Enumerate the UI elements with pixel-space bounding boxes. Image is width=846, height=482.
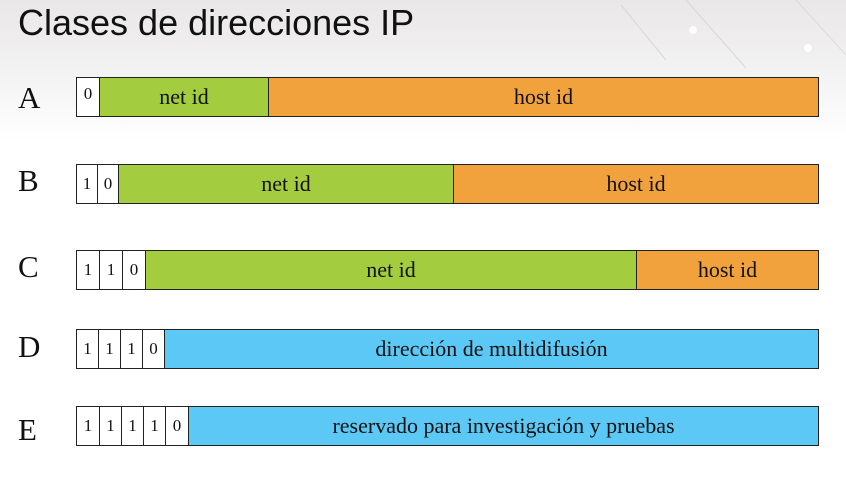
host-id-segment: host id — [636, 251, 818, 289]
class-a-bar: 0 net id host id — [76, 77, 819, 117]
bit-cell: 1 — [100, 407, 122, 445]
bit-cell: 1 — [99, 330, 121, 368]
class-b-bar: 1 0 net id host id — [76, 164, 819, 204]
bit-cell: 0 — [166, 407, 189, 445]
bit-cell: 1 — [100, 251, 123, 289]
decorative-lines — [620, 0, 846, 69]
reserved-segment: reservado para investigación y pruebas — [189, 407, 818, 445]
host-id-segment: host id — [453, 165, 818, 203]
bit-cell: 0 — [77, 78, 100, 116]
net-id-segment: net id — [146, 251, 636, 289]
class-d-bar: 1 1 1 0 dirección de multidifusión — [76, 329, 819, 369]
bit-cell: 0 — [123, 251, 146, 289]
class-letter-d: D — [18, 329, 41, 364]
bit-cell: 1 — [77, 330, 99, 368]
net-id-segment: net id — [100, 78, 268, 116]
bit-cell: 0 — [98, 165, 119, 203]
bit-cell: 1 — [121, 330, 143, 368]
host-id-segment: host id — [268, 78, 818, 116]
class-letter-b: B — [18, 163, 39, 198]
bit-cell: 1 — [144, 407, 166, 445]
bit-cell: 1 — [122, 407, 144, 445]
multicast-segment: dirección de multidifusión — [165, 330, 818, 368]
bit-cell: 1 — [77, 165, 98, 203]
net-id-segment: net id — [119, 165, 453, 203]
bit-cell: 0 — [143, 330, 165, 368]
class-e-bar: 1 1 1 1 0 reservado para investigación y… — [76, 406, 819, 446]
bit-cell: 1 — [77, 251, 100, 289]
class-letter-a: A — [18, 80, 41, 115]
class-letter-c: C — [18, 249, 39, 284]
bit-cell: 1 — [77, 407, 100, 445]
class-c-bar: 1 1 0 net id host id — [76, 250, 819, 290]
page-title: Clases de direcciones IP — [18, 2, 415, 43]
class-letter-e: E — [18, 412, 37, 447]
